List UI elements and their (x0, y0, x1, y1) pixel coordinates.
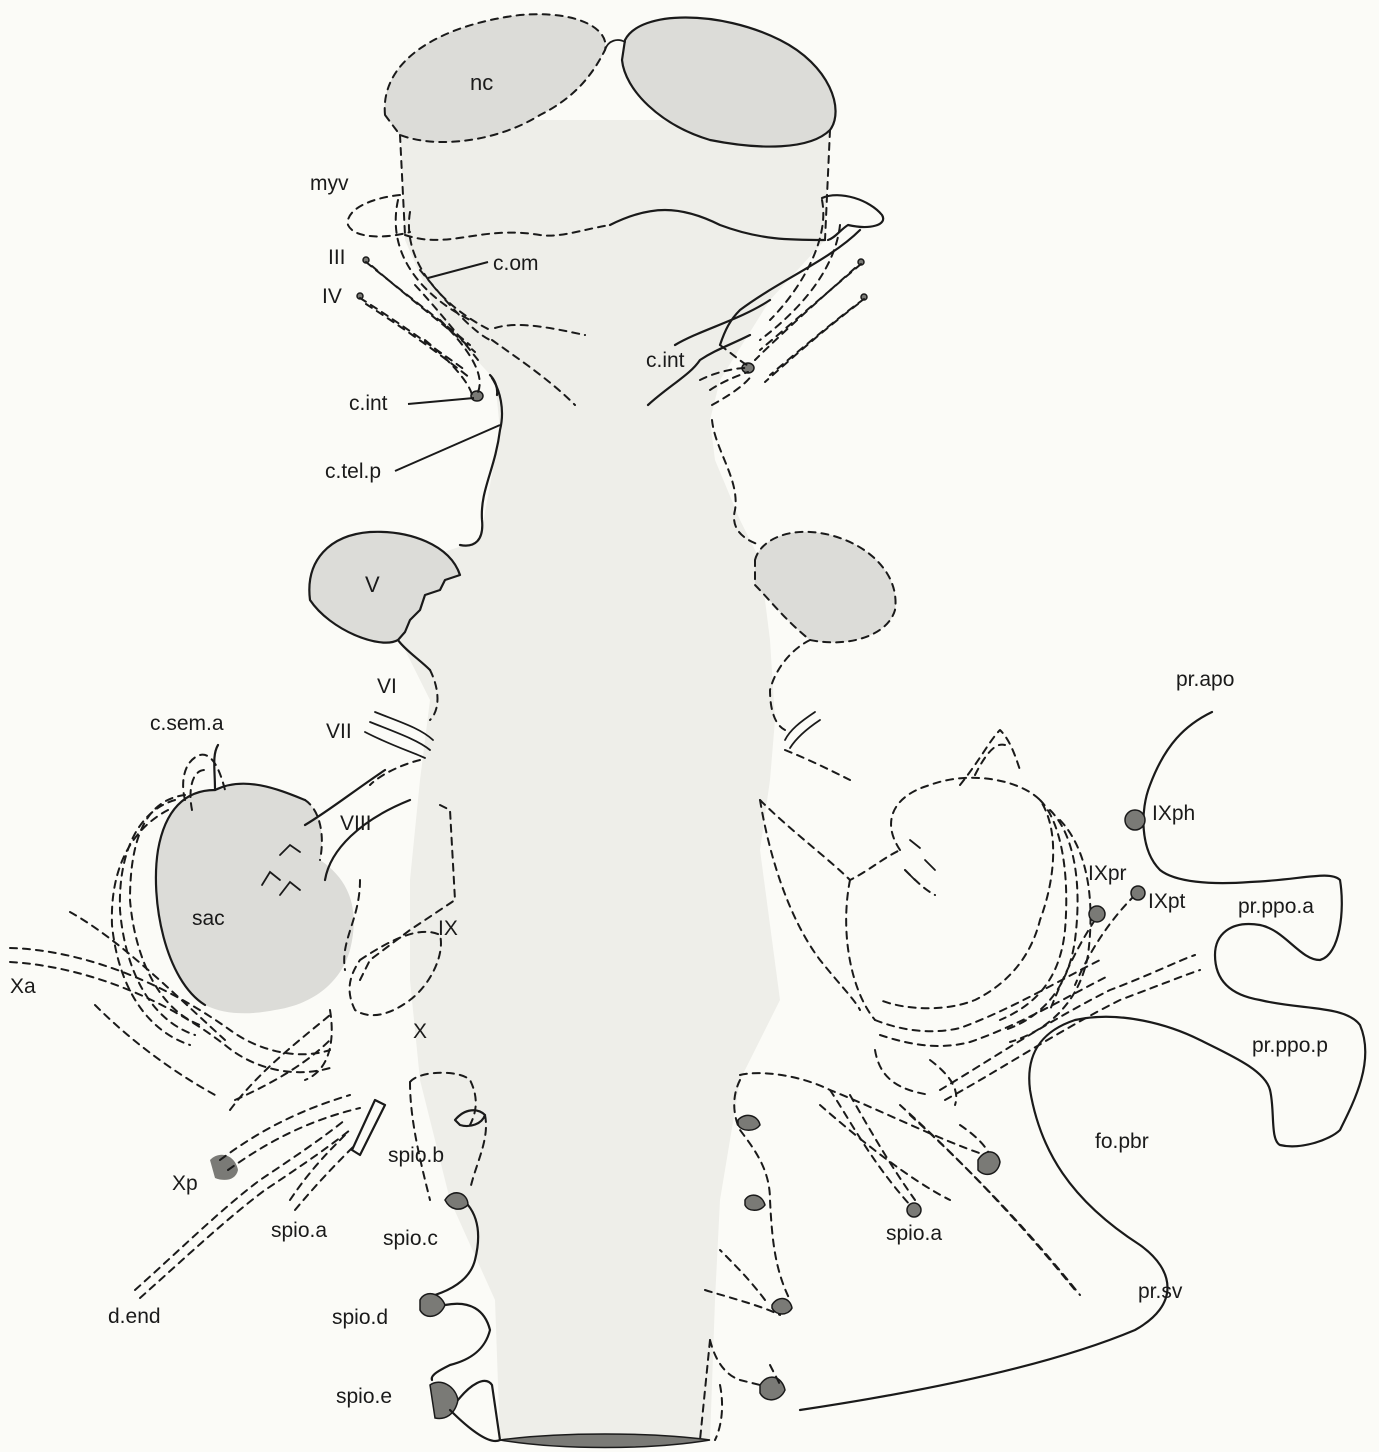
pr-apo-label: pr.apo (1176, 668, 1234, 691)
myv-label: myv (310, 172, 349, 195)
xp-label: Xp (172, 1172, 198, 1195)
sac-left (156, 784, 354, 1014)
spio-d-node (420, 1294, 445, 1317)
pr-ppo-a-label: pr.ppo.a (1238, 895, 1314, 918)
sac-label: sac (192, 907, 225, 930)
v-right-structure (755, 532, 896, 643)
spio-a-left-label: spio.a (271, 1219, 327, 1242)
x-label: X (413, 1020, 427, 1043)
c-int-left-label: c.int (349, 392, 388, 415)
pr-sv-label: pr.sv (1138, 1280, 1183, 1303)
vi-label: VI (377, 675, 397, 698)
spio-e-label: spio.e (336, 1385, 392, 1408)
spio-c-label: spio.c (383, 1227, 438, 1250)
d-end-label: d.end (108, 1305, 161, 1328)
base-structure (500, 1434, 710, 1448)
fo-pbr-label: fo.pbr (1095, 1130, 1149, 1153)
iv-label: IV (322, 285, 342, 308)
xp-node (210, 1155, 238, 1180)
vii-label: VII (326, 720, 352, 743)
right-spiracle-1 (978, 1152, 1000, 1174)
ixph-label: IXph (1152, 802, 1195, 825)
xa-label: Xa (10, 975, 36, 998)
ix-label: IX (438, 917, 458, 940)
iii-label: III (328, 246, 346, 269)
nc-label: nc (470, 70, 493, 95)
c-tel-p-label: c.tel.p (325, 460, 381, 483)
right-spiracle-c (772, 1299, 792, 1314)
right-spiracle-b (745, 1195, 765, 1210)
spio-b-label: spio.b (388, 1144, 444, 1167)
v-label: V (365, 572, 380, 597)
c-int-right-label: c.int (646, 349, 685, 372)
ixpt-label: IXpt (1148, 890, 1186, 913)
right-spiracle-a (738, 1115, 760, 1130)
c-sem-a-label: c.sem.a (150, 712, 224, 735)
spio-d-label: spio.d (332, 1306, 388, 1329)
viii-label: VIII (340, 812, 372, 835)
right-spiracle-d (760, 1377, 785, 1400)
ixpr-label: IXpr (1088, 862, 1127, 885)
pr-ppo-p-label: pr.ppo.p (1252, 1034, 1328, 1057)
spio-a-right-label: spio.a (886, 1222, 942, 1245)
spio-b-node (445, 1193, 468, 1209)
c-om-label: c.om (493, 252, 539, 275)
